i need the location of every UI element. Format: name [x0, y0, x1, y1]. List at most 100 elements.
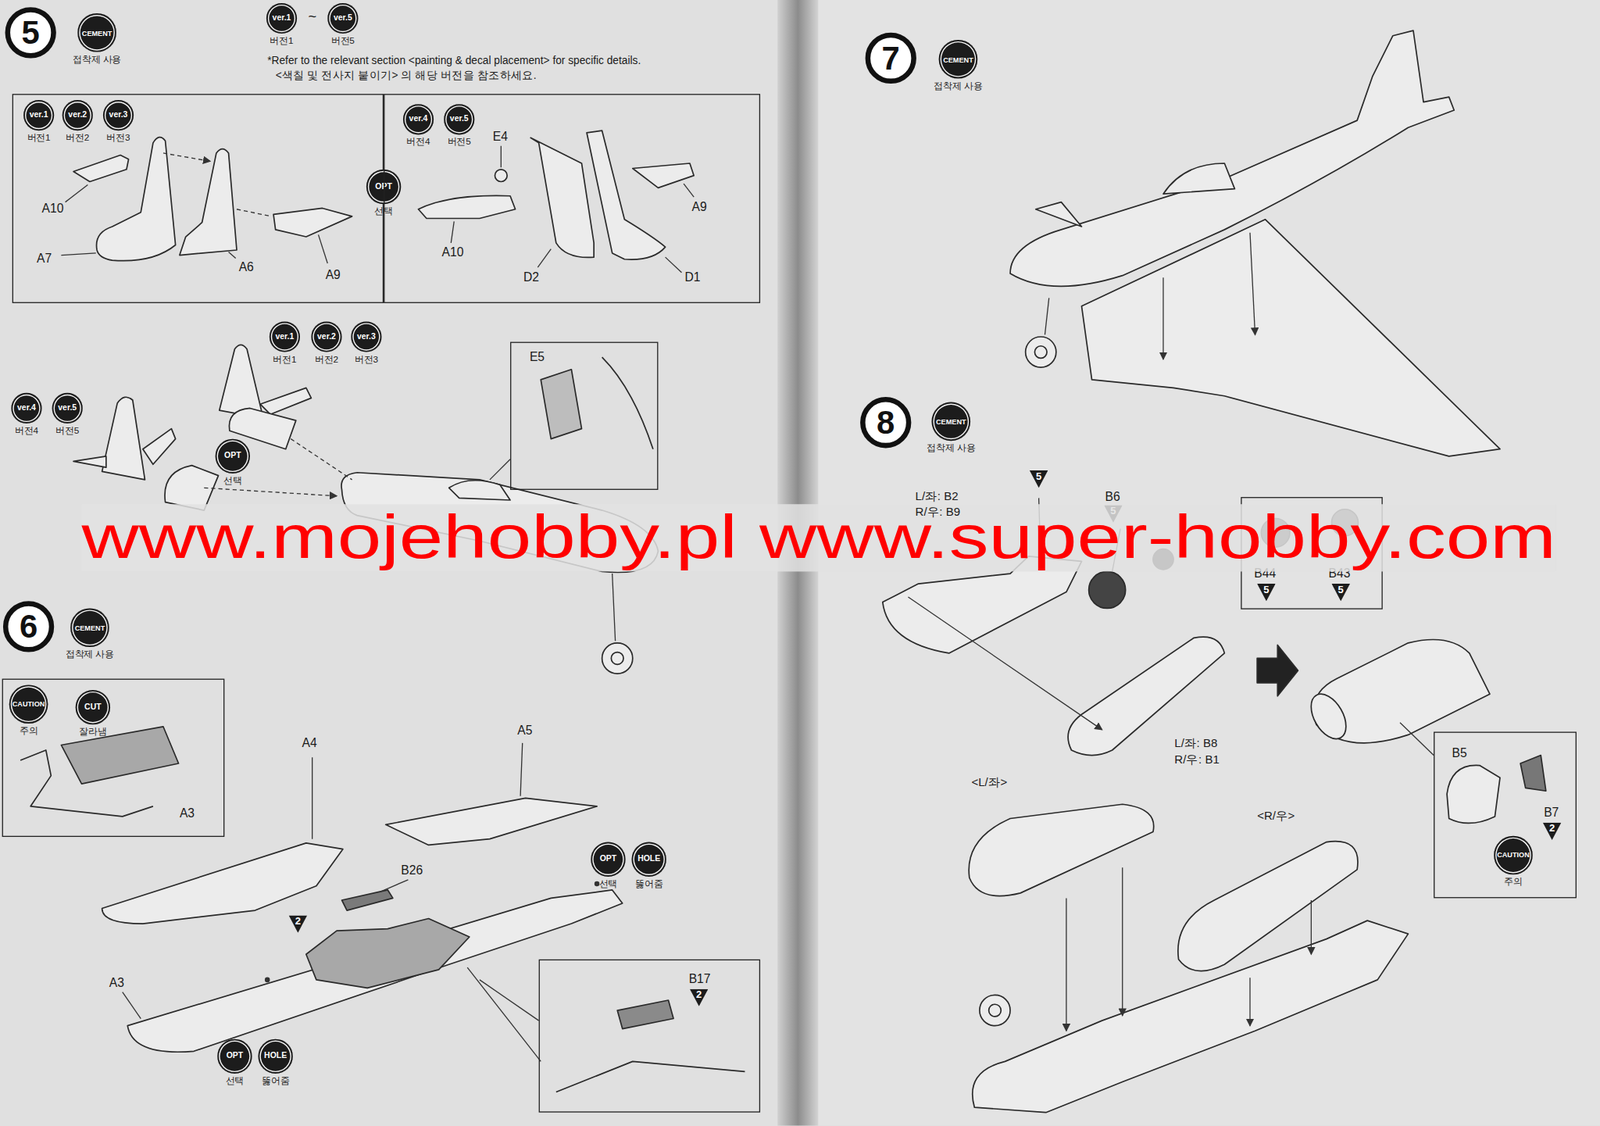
- part-label: A5: [517, 724, 533, 739]
- instruction-badge: ver.3버전3: [350, 321, 382, 352]
- part-number: A3: [179, 807, 195, 821]
- sprue-number: 2: [295, 914, 301, 926]
- step-number-circle: 7: [865, 32, 917, 84]
- badge-text: OPT: [224, 452, 241, 461]
- badge-text: CUT: [84, 703, 101, 711]
- badge-text: ver.3: [357, 332, 376, 341]
- inset-frame: E4A10D2D1A9ver.4버전4ver.5버전5: [383, 93, 761, 304]
- part-label: R/우: B9: [915, 505, 961, 519]
- badge-caption: 선택: [223, 476, 243, 486]
- instruction-badge: ver.5버전5: [52, 392, 83, 424]
- instruction-badge: ver.1버전1: [266, 3, 297, 34]
- badge-text: CAUTION: [12, 700, 46, 708]
- inset-frame: E5: [510, 342, 658, 490]
- sprue-triangle: 2: [689, 988, 709, 1006]
- instruction-badge: CUT잘라냄: [75, 689, 111, 725]
- badge-text: ver.2: [67, 110, 87, 119]
- badge-caption: 접착제 사용: [72, 55, 122, 65]
- part-label: L/좌: B8: [1174, 736, 1218, 750]
- part-label: <색칠 및 전사지 붙이기> 의 해당 버전을 참조하세요.: [275, 68, 537, 82]
- badge-text: CEMENT: [935, 417, 967, 425]
- badge-caption: 버전3: [354, 355, 379, 365]
- badge-caption: 접착제 사용: [933, 81, 983, 91]
- instruction-badge: ver.2버전2: [310, 321, 342, 352]
- part-label: B26: [400, 864, 423, 879]
- step-number-circle: 5: [5, 7, 57, 58]
- instruction-badge: CAUTION주의: [1493, 835, 1534, 875]
- part-label: <R/우>: [1257, 809, 1295, 823]
- instruction-badge: HOLE뚫어줌: [257, 1039, 293, 1074]
- part-label: L/좌: B2: [915, 489, 959, 504]
- badge-text: OPT: [600, 855, 617, 864]
- instruction-badge: ver.5버전5: [443, 103, 475, 135]
- part-label: A4: [302, 736, 318, 751]
- badge-text: HOLE: [264, 1052, 287, 1061]
- part-number: E4: [492, 130, 508, 144]
- badge-caption: 주의: [19, 727, 39, 737]
- instruction-badge: ver.1버전1: [269, 321, 300, 352]
- inset-frame: A10A7A6A9ver.1버전1ver.2버전2ver.3버전3: [12, 93, 384, 304]
- part-number: A10: [442, 246, 465, 260]
- badge-caption: 버전5: [331, 36, 355, 47]
- badge-caption: 버전3: [106, 133, 130, 143]
- badge-caption: 선택: [225, 1076, 245, 1086]
- sprue-triangle: 2: [289, 914, 308, 933]
- step-number: 5: [21, 16, 40, 50]
- part-label: *Refer to the relevant section <painting…: [267, 53, 641, 67]
- badge-caption: 버전4: [14, 426, 39, 436]
- sprue-number: 5: [1263, 582, 1269, 594]
- badge-text: ver.4: [409, 115, 429, 124]
- badge-caption: 주의: [1503, 878, 1523, 888]
- badge-text: HOLE: [637, 855, 661, 864]
- badge-caption: 선택: [599, 879, 618, 890]
- step-number: 7: [882, 42, 900, 75]
- inset-frame: B5B72CAUTION주의: [1433, 731, 1577, 898]
- inset-frame: A3CAUTION주의CUT잘라냄: [2, 678, 225, 837]
- sprue-triangle: 5: [1331, 582, 1350, 600]
- part-label: A3: [109, 976, 125, 991]
- part-number: D1: [684, 271, 700, 285]
- step-number-circle: 6: [3, 600, 54, 652]
- sprue-number: 2: [696, 988, 702, 1000]
- step-number: 6: [19, 610, 38, 643]
- instruction-badge: ver.4버전4: [403, 103, 434, 135]
- part-number: A9: [325, 268, 341, 283]
- badge-caption: 버전4: [406, 137, 430, 147]
- instruction-badge: CEMENT접착제 사용: [77, 13, 117, 53]
- sprue-triangle: 2: [1542, 821, 1562, 840]
- badge-text: ver.4: [17, 403, 36, 412]
- part-label: B6: [1105, 490, 1121, 505]
- instruction-badge: ver.2버전2: [62, 100, 93, 131]
- part-number: D2: [523, 271, 540, 285]
- badge-text: CEMENT: [82, 28, 113, 36]
- badge-text: ver.2: [317, 332, 336, 341]
- instruction-badge: ver.1버전1: [23, 100, 54, 131]
- instruction-badge: CEMENT접착제 사용: [939, 39, 979, 79]
- badge-caption: 뚫어줌: [261, 1076, 290, 1086]
- badge-text: ver.1: [29, 110, 49, 119]
- badge-caption: 버전1: [27, 133, 51, 143]
- sprue-triangle: 5: [1029, 469, 1049, 487]
- part-number: A10: [42, 202, 65, 216]
- badge-text: ver.1: [272, 14, 292, 22]
- part-number: A9: [692, 200, 708, 215]
- badge-text: ver.5: [333, 14, 353, 22]
- instruction-badge: ver.3버전3: [103, 100, 134, 131]
- badge-caption: 버전1: [269, 36, 293, 47]
- instruction-badge: HOLE뚫어줌: [631, 842, 666, 877]
- badge-caption: 버전2: [314, 355, 339, 365]
- part-number: A7: [36, 252, 52, 266]
- badge-caption: 버전1: [272, 355, 297, 365]
- badge-caption: 접착제 사용: [926, 443, 975, 454]
- instruction-badge: OPT선택: [590, 842, 625, 877]
- badge-text: CEMENT: [942, 55, 974, 63]
- instruction-badge: OPT선택: [217, 1039, 252, 1074]
- inset-frame: B172: [539, 959, 761, 1113]
- sprue-number: 5: [1035, 469, 1042, 481]
- part-number: B17: [689, 972, 711, 986]
- badge-text: ver.5: [57, 403, 77, 412]
- instruction-badge: ver.4버전4: [10, 392, 42, 424]
- instruction-badge: CAUTION주의: [8, 684, 49, 725]
- part-label: <L/좌>: [971, 775, 1008, 790]
- badge-text: CAUTION: [1496, 851, 1530, 859]
